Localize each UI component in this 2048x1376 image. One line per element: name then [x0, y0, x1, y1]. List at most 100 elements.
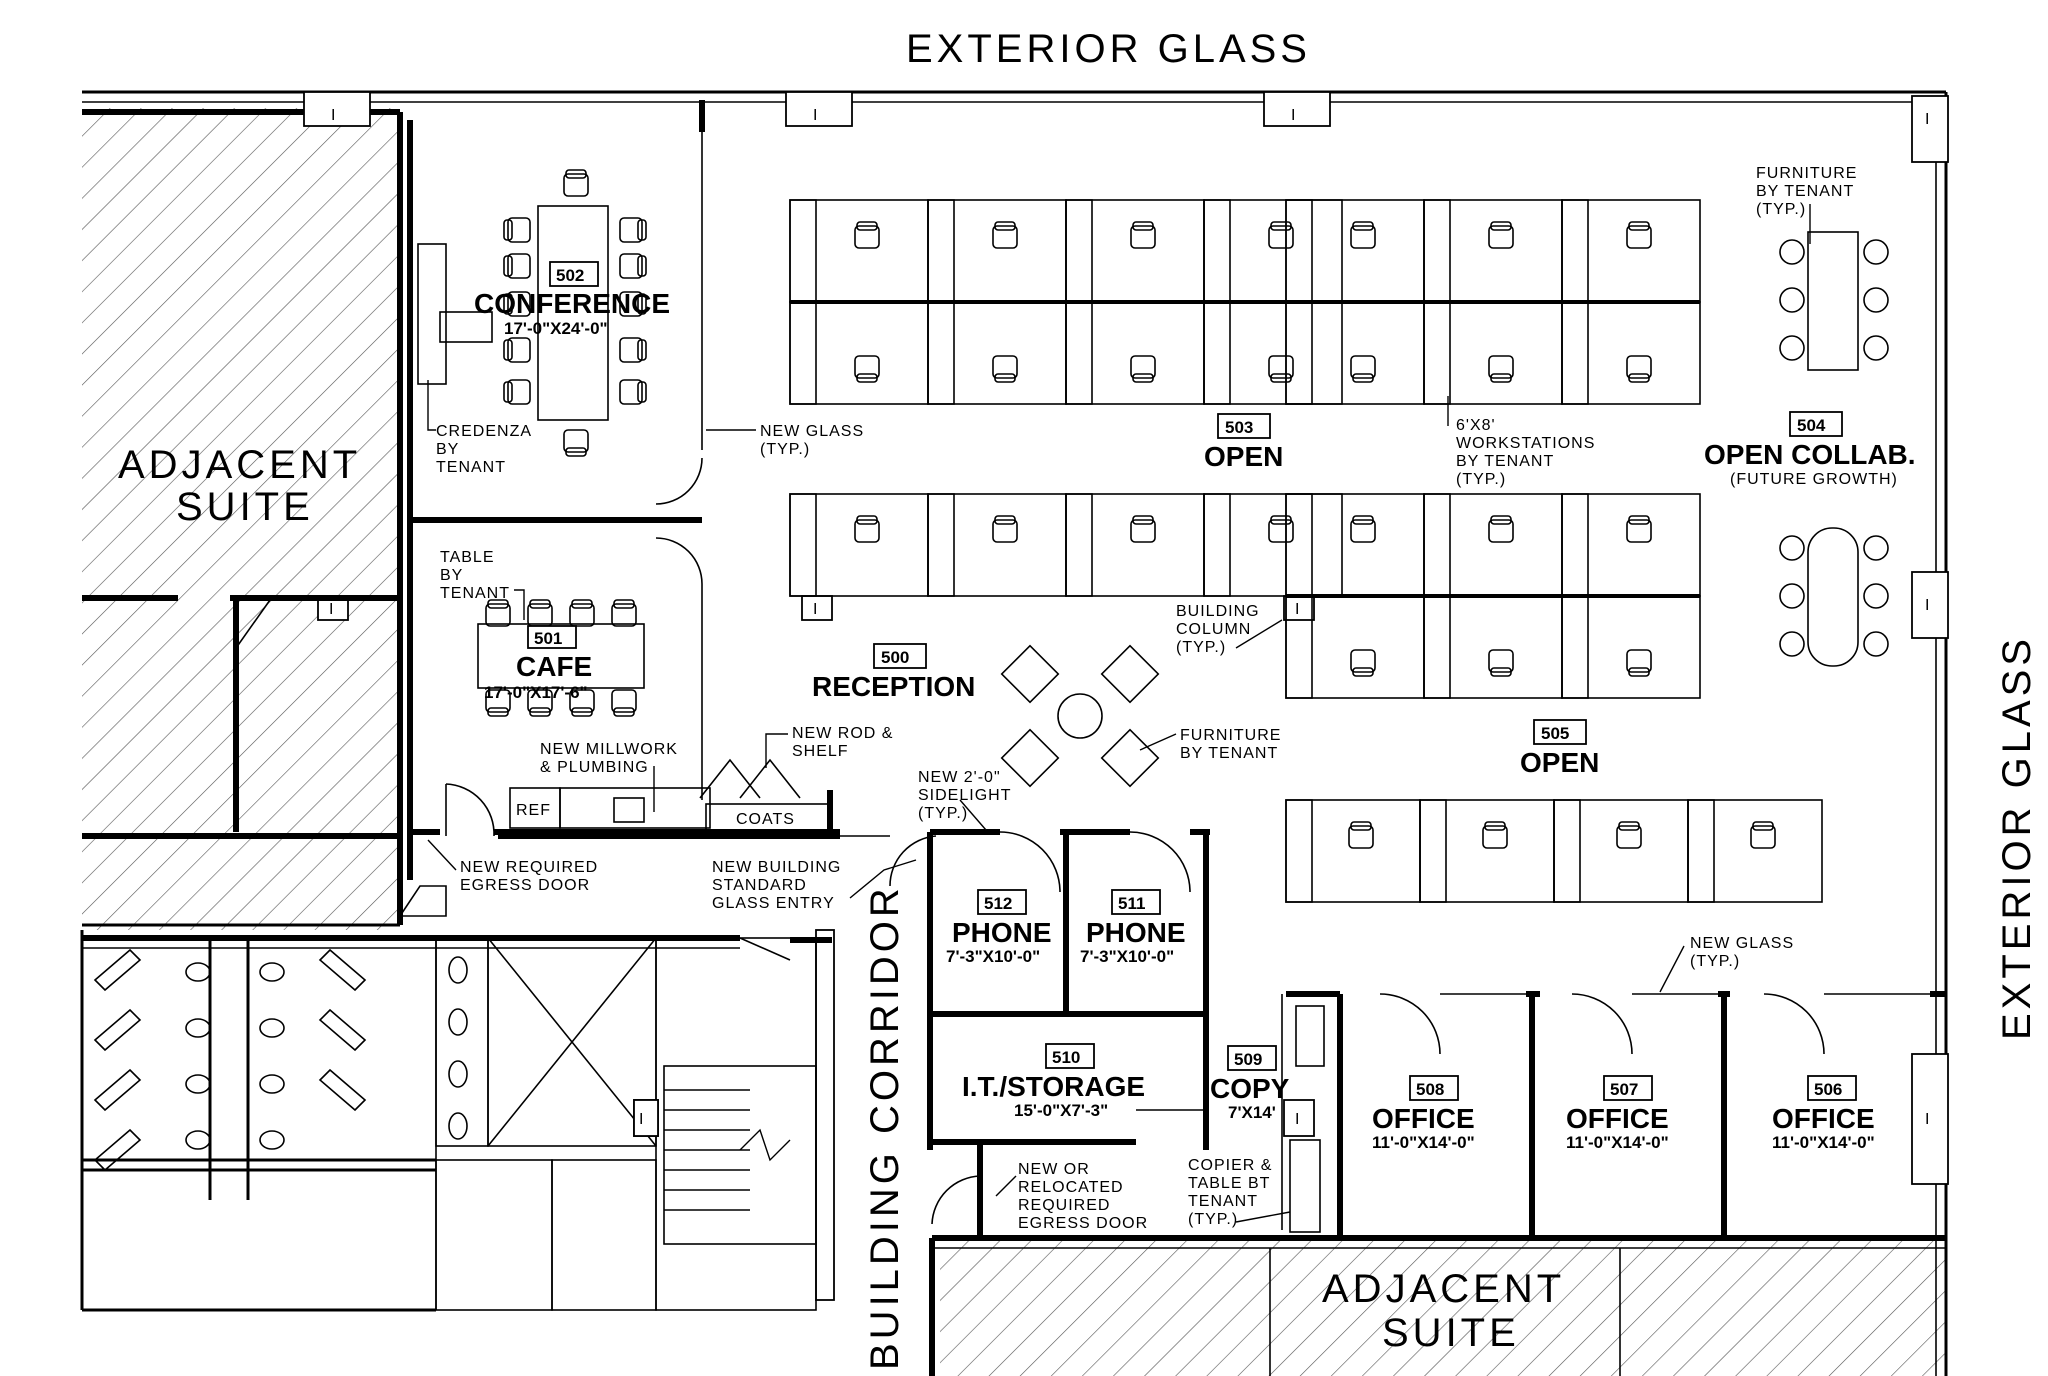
- label-exterior-glass-right: EXTERIOR GLASS: [1995, 635, 2039, 1040]
- svg-text:I: I: [1291, 107, 1296, 124]
- svg-text:GLASS ENTRY: GLASS ENTRY: [712, 895, 835, 912]
- chair-icon: [1488, 355, 1514, 383]
- svg-text:PHONE: PHONE: [952, 917, 1052, 948]
- svg-text:I: I: [813, 107, 818, 124]
- note-furniture-typ: FURNITURE BY TENANT (TYP.): [1756, 165, 1857, 244]
- svg-text:11'-0"X14'-0": 11'-0"X14'-0": [1372, 1133, 1475, 1152]
- chair-icon: [1626, 515, 1652, 543]
- column-markers: I I I I I I I I I I: [303, 91, 1949, 1301]
- chair-icon: [1268, 221, 1294, 249]
- svg-text:COPY: COPY: [1210, 1073, 1290, 1104]
- workstation-cluster: [1285, 799, 1823, 903]
- svg-text:504: 504: [1797, 416, 1826, 435]
- svg-text:11'-0"X14'-0": 11'-0"X14'-0": [1772, 1133, 1875, 1152]
- note-credenza: CREDENZA BY TENANT: [427, 380, 532, 476]
- note-workstations: 6'X8' WORKSTATIONS BY TENANT (TYP.): [1447, 396, 1594, 488]
- chair-icon: [854, 515, 880, 543]
- svg-text:I: I: [639, 1111, 644, 1128]
- svg-text:(TYP.): (TYP.): [1690, 953, 1740, 970]
- svg-text:I: I: [329, 601, 334, 618]
- chair-icon: [1350, 355, 1376, 383]
- chair-icon: [611, 689, 637, 717]
- note-new-glass-1: NEW GLASS (TYP.): [706, 423, 864, 458]
- chair-icon: [485, 689, 511, 717]
- svg-text:I: I: [331, 107, 336, 124]
- room-510: 510 I.T./STORAGE 15'-0"X7'-3": [962, 1043, 1145, 1120]
- svg-text:NEW GLASS: NEW GLASS: [760, 423, 864, 440]
- note-new-glass-2: NEW GLASS (TYP.): [1659, 935, 1794, 993]
- svg-text:I: I: [1295, 601, 1300, 618]
- conference-table: [439, 205, 609, 421]
- reception-furniture: [1000, 644, 1160, 788]
- svg-text:OFFICE: OFFICE: [1772, 1103, 1875, 1134]
- svg-text:REQUIRED: REQUIRED: [1018, 1197, 1110, 1214]
- svg-text:501: 501: [534, 629, 562, 648]
- svg-text:BY: BY: [440, 567, 463, 584]
- svg-text:OPEN: OPEN: [1520, 747, 1599, 778]
- cafe-table: [477, 623, 645, 689]
- svg-text:EGRESS DOOR: EGRESS DOOR: [460, 877, 590, 894]
- svg-text:NEW GLASS: NEW GLASS: [1690, 935, 1794, 952]
- chair-icon: [619, 217, 647, 243]
- chair-icon: [854, 221, 880, 249]
- svg-text:FURNITURE: FURNITURE: [1756, 165, 1857, 182]
- label-adjacent-left-2: SUITE: [176, 485, 314, 529]
- svg-text:500: 500: [881, 648, 909, 667]
- chair-icon: [1268, 355, 1294, 383]
- svg-text:502: 502: [556, 266, 584, 285]
- svg-text:OPEN: OPEN: [1204, 441, 1283, 472]
- svg-text:BY TENANT: BY TENANT: [1180, 745, 1278, 762]
- chair-icon: [503, 291, 531, 317]
- chair-icon: [503, 379, 531, 405]
- svg-text:(FUTURE GROWTH): (FUTURE GROWTH): [1730, 471, 1898, 488]
- svg-text:NEW OR: NEW OR: [1018, 1161, 1090, 1178]
- label-adjacent-left-1: ADJACENT: [118, 443, 361, 487]
- chair-icon: [1268, 515, 1294, 543]
- svg-text:(TYP.): (TYP.): [1176, 639, 1226, 656]
- restroom-fixtures: [93, 948, 468, 1172]
- chair-icon: [503, 337, 531, 363]
- chair-icon: [1616, 821, 1642, 849]
- workstation-cluster: [789, 493, 1343, 597]
- room-504: 504 OPEN COLLAB. (FUTURE GROWTH): [1704, 411, 1916, 488]
- chair-icon: [1626, 355, 1652, 383]
- svg-text:COATS: COATS: [736, 811, 795, 828]
- svg-text:OFFICE: OFFICE: [1372, 1103, 1475, 1134]
- svg-text:CREDENZA: CREDENZA: [436, 423, 532, 440]
- svg-text:TENANT: TENANT: [1188, 1193, 1258, 1210]
- svg-text:OFFICE: OFFICE: [1566, 1103, 1669, 1134]
- svg-text:RECEPTION: RECEPTION: [812, 671, 975, 702]
- svg-text:509: 509: [1234, 1050, 1262, 1069]
- svg-text:7'-3"X10'-0": 7'-3"X10'-0": [1080, 947, 1174, 966]
- label-adjacent-bottom-1: ADJACENT: [1322, 1267, 1565, 1311]
- label-exterior-glass-top: EXTERIOR GLASS: [906, 27, 1311, 71]
- svg-text:507: 507: [1610, 1080, 1638, 1099]
- room-508: 508 OFFICE 11'-0"X14'-0": [1372, 1075, 1475, 1152]
- svg-text:OPEN COLLAB.: OPEN COLLAB.: [1704, 439, 1916, 470]
- note-millwork: NEW MILLWORK & PLUMBING: [540, 741, 677, 812]
- chair-icon: [1488, 515, 1514, 543]
- svg-text:508: 508: [1416, 1080, 1444, 1099]
- svg-text:EGRESS DOOR: EGRESS DOOR: [1018, 1215, 1148, 1232]
- svg-text:COLUMN: COLUMN: [1176, 621, 1251, 638]
- svg-text:SIDELIGHT: SIDELIGHT: [918, 787, 1011, 804]
- svg-text:NEW ROD &: NEW ROD &: [792, 725, 893, 742]
- note-building-column: BUILDING COLUMN (TYP.): [1176, 603, 1283, 656]
- svg-text:CAFE: CAFE: [516, 651, 592, 682]
- svg-text:RELOCATED: RELOCATED: [1018, 1179, 1124, 1196]
- chair-icon: [527, 599, 553, 627]
- note-copier: COPIER & TABLE BT TENANT (TYP.): [1188, 1157, 1291, 1228]
- svg-text:TABLE BT: TABLE BT: [1188, 1175, 1270, 1192]
- note-table-by-tenant: TABLE BY TENANT: [440, 549, 525, 620]
- svg-text:& PLUMBING: & PLUMBING: [540, 759, 649, 776]
- chair-icon: [619, 337, 647, 363]
- svg-text:REF: REF: [516, 802, 551, 819]
- svg-text:7'-3"X10'-0": 7'-3"X10'-0": [946, 947, 1040, 966]
- note-furniture-tenant: FURNITURE BY TENANT: [1139, 727, 1280, 762]
- note-rod-shelf: NEW ROD & SHELF: [765, 725, 893, 768]
- chair-icon: [611, 599, 637, 627]
- room-501: 501 CAFE 17'-0"X17'-6": [484, 625, 592, 702]
- chair-icon: [992, 221, 1018, 249]
- svg-text:(TYP.): (TYP.): [1188, 1211, 1238, 1228]
